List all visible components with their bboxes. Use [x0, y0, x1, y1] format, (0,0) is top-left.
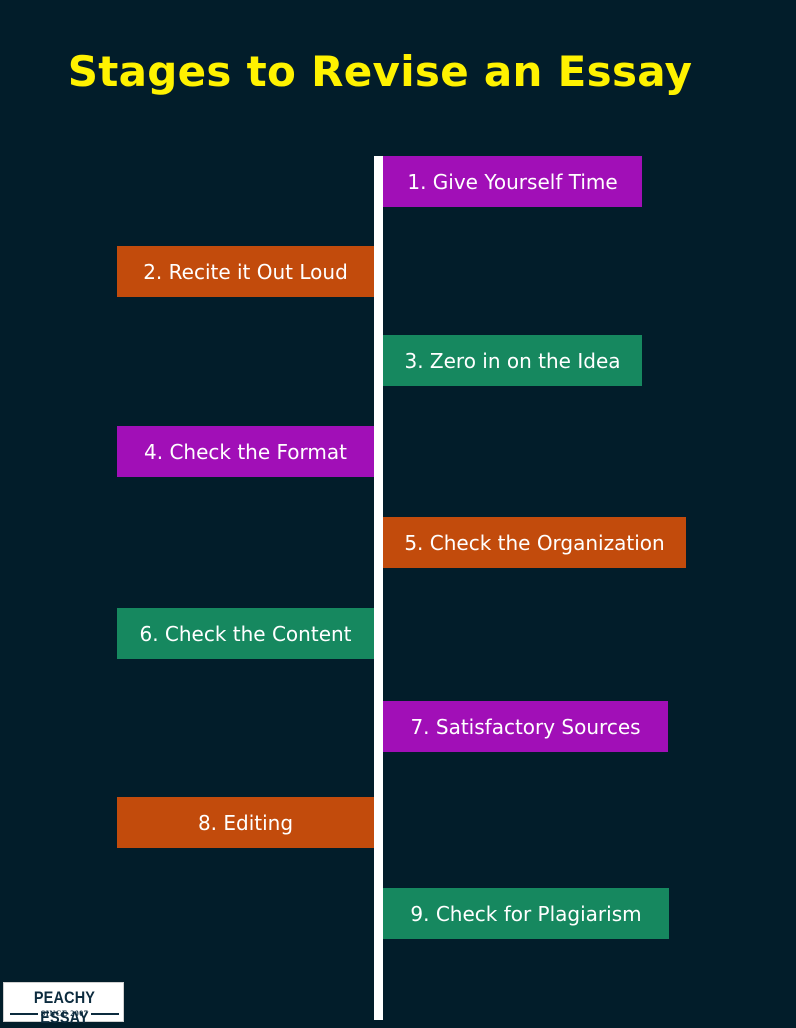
stage-6-check-the-content: 6. Check the Content	[117, 608, 374, 659]
stage-4-check-the-format: 4. Check the Format	[117, 426, 374, 477]
stage-2-recite-it-out-loud: 2. Recite it Out Loud	[117, 246, 374, 297]
timeline-line	[374, 156, 383, 1020]
logo-tagline: SINCE 2007	[40, 1009, 89, 1018]
peachy-essay-logo: PEACHY ESSAY SINCE 2007	[3, 982, 124, 1027]
stage-5-check-the-organization: 5. Check the Organization	[383, 517, 686, 568]
logo-name: PEACHY ESSAY	[33, 988, 96, 1027]
stage-3-zero-in-on-the-idea: 3. Zero in on the Idea	[383, 335, 642, 386]
page-title: Stages to Revise an Essay	[67, 47, 693, 96]
logo-rule-right	[91, 1013, 119, 1015]
logo-rule-left	[10, 1013, 38, 1015]
stage-8-editing: 8. Editing	[117, 797, 374, 848]
stage-1-give-yourself-time: 1. Give Yourself Time	[383, 156, 642, 207]
stage-9-check-for-plagiarism: 9. Check for Plagiarism	[383, 888, 669, 939]
stage-7-satisfactory-sources: 7. Satisfactory Sources	[383, 701, 668, 752]
